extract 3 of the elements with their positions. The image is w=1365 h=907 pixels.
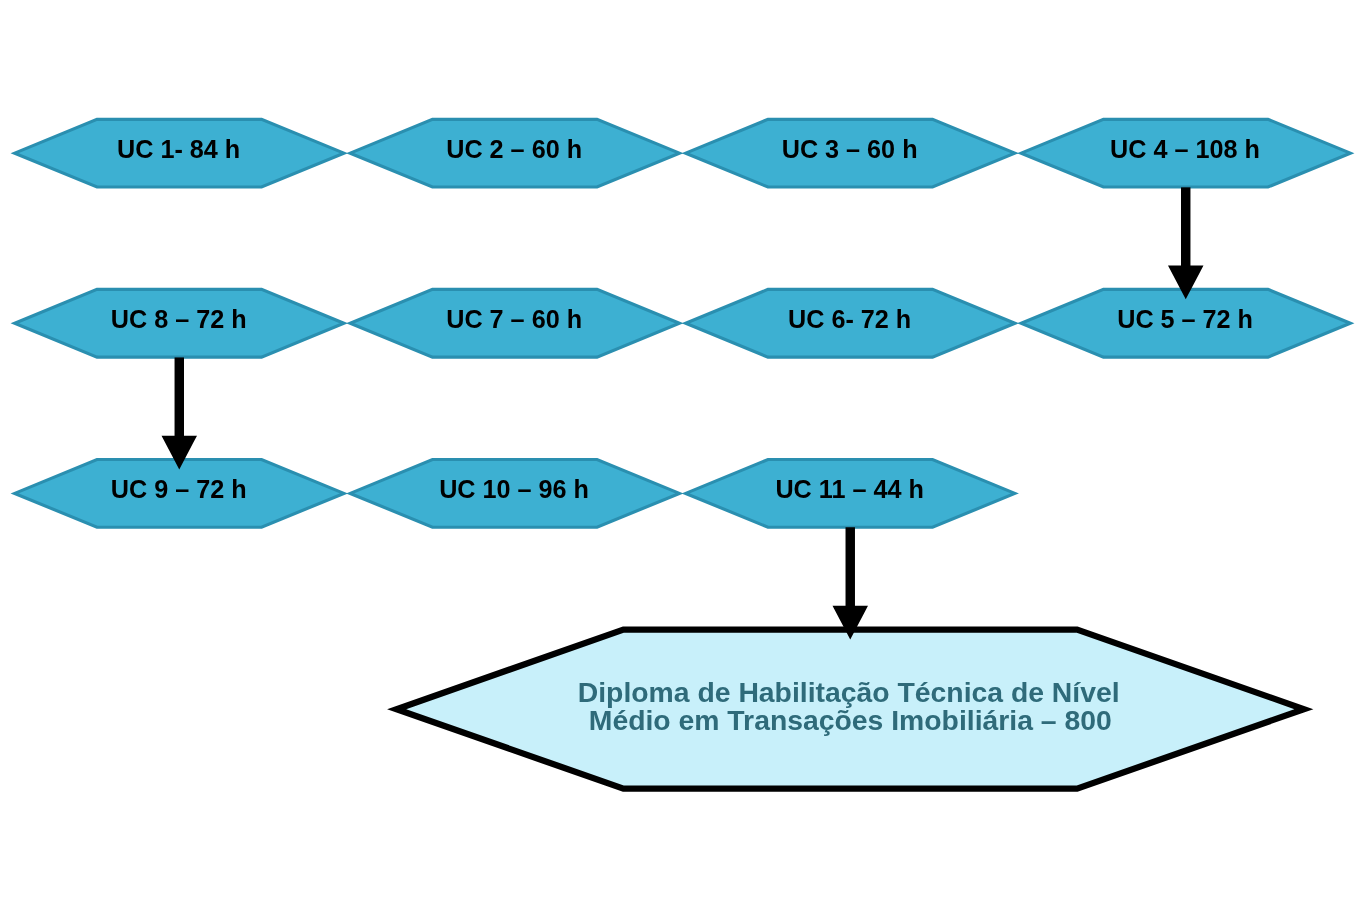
arrow [832, 526, 868, 640]
arrow [1168, 186, 1204, 299]
arrow [161, 356, 197, 469]
